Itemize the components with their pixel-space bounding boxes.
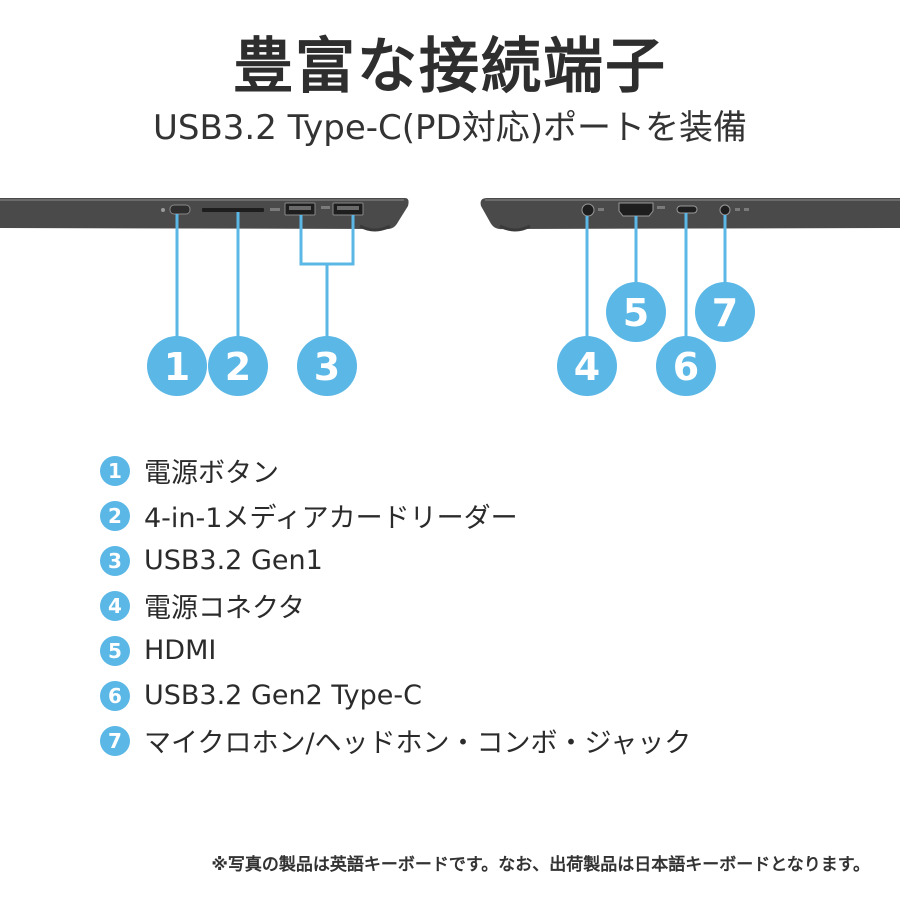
legend-number-3: 3 (100, 545, 130, 576)
callout-4: 4 (557, 336, 617, 396)
callout-5: 5 (606, 282, 666, 342)
audio-jack-port (719, 204, 731, 216)
legend-label: HDMI (144, 635, 217, 666)
callout-5-label: 5 (623, 291, 649, 335)
callout-1-label: 1 (164, 345, 190, 389)
callout-1: 1 (147, 336, 207, 396)
callout-6: 6 (656, 336, 716, 396)
legend-label: 電源ボタン (144, 458, 279, 489)
ports-diagram: 1 2 3 4 5 6 7 (0, 198, 900, 396)
legend-label: マイクロホン/ヘッドホン・コンボ・ジャック (144, 728, 692, 759)
legend-label: 電源コネクタ (144, 593, 305, 624)
legend-label: USB3.2 Gen2 Type-C (144, 680, 422, 711)
port-legend: 1 電源ボタン 2 4-in-1メディアカードリーダー 3 USB3.2 Gen… (100, 448, 860, 763)
legend-number-4: 4 (100, 590, 130, 621)
callout-3-label: 3 (314, 345, 340, 389)
power-connector-port (581, 203, 595, 217)
laptop-right-side (480, 198, 900, 232)
legend-item-usb-type-c: 6 USB3.2 Gen2 Type-C (100, 673, 860, 718)
legend-number-2: 2 (100, 500, 130, 531)
footnote: ※写真の製品は英語キーボードです。なお、出荷製品は日本語キーボードとなります。 (211, 855, 870, 875)
callout-leader-lines (175, 212, 727, 340)
legend-number-1: 1 (100, 455, 130, 486)
legend-item-audio-jack: 7 マイクロホン/ヘッドホン・コンボ・ジャック (100, 718, 860, 763)
legend-item-usb-gen1: 3 USB3.2 Gen1 (100, 538, 860, 583)
callout-6-label: 6 (673, 345, 699, 389)
legend-label: 4-in-1メディアカードリーダー (144, 503, 518, 534)
callout-3: 3 (297, 336, 357, 396)
usb-c-port (676, 205, 698, 214)
laptop-left-side (0, 198, 409, 232)
callout-4-label: 4 (574, 345, 600, 389)
callout-7-label: 7 (712, 291, 738, 335)
callout-2-label: 2 (225, 345, 251, 389)
legend-number-7: 7 (100, 725, 130, 756)
page-title: 豊富な接続端子 (233, 32, 667, 102)
legend-label: USB3.2 Gen1 (144, 545, 323, 576)
legend-item-card-reader: 2 4-in-1メディアカードリーダー (100, 493, 860, 538)
callout-2: 2 (208, 336, 268, 396)
legend-item-hdmi: 5 HDMI (100, 628, 860, 673)
legend-number-6: 6 (100, 680, 130, 711)
callout-7: 7 (695, 282, 755, 342)
hdmi-port (618, 202, 654, 217)
page-subtitle: USB3.2 Type-C(PD対応)ポートを装備 (153, 108, 747, 148)
legend-item-power-connector: 4 電源コネクタ (100, 583, 860, 628)
legend-number-5: 5 (100, 635, 130, 666)
power-button-port (169, 204, 191, 215)
card-reader-port (202, 208, 264, 212)
legend-item-power-button: 1 電源ボタン (100, 448, 860, 493)
